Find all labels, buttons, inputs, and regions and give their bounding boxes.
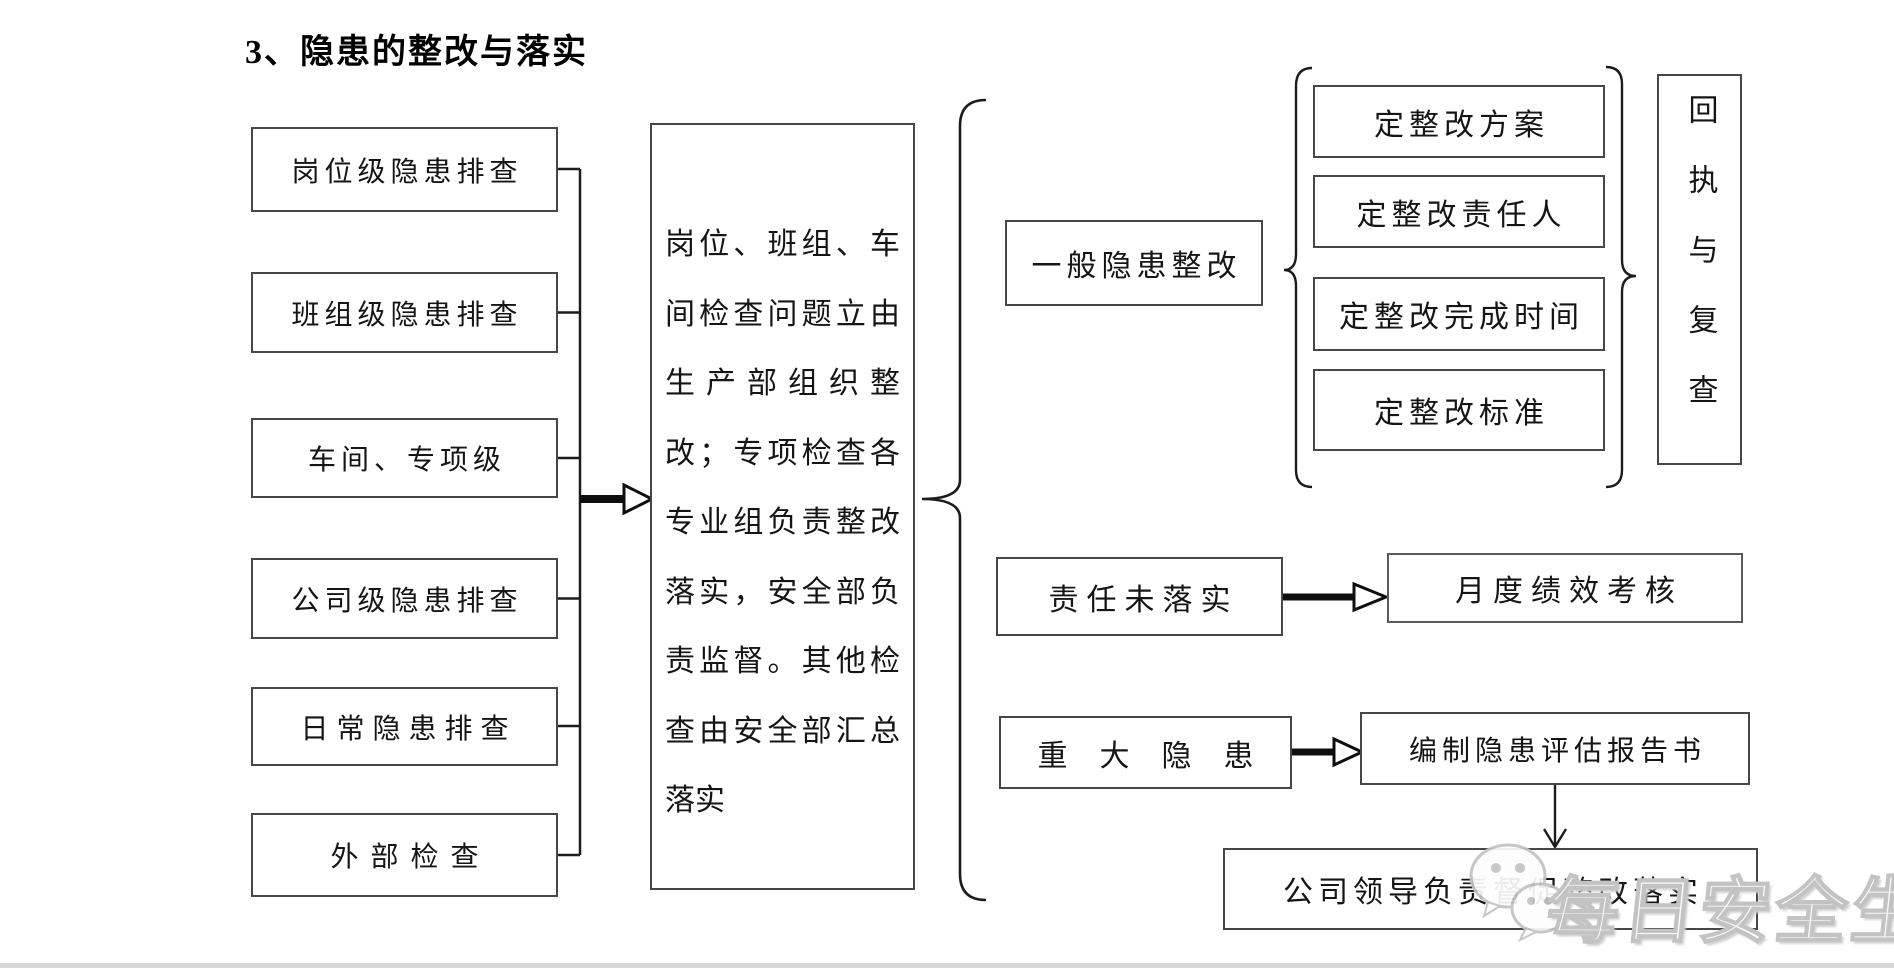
description-line: 改；专项检查各 bbox=[665, 436, 900, 470]
node-monthly-performance-assessment: 月度绩效考核 bbox=[1387, 553, 1743, 623]
arrow-report-head bbox=[1332, 736, 1366, 768]
brace-middle-right bbox=[921, 98, 987, 902]
node-label: 班组级隐患排查 bbox=[291, 299, 523, 331]
page-bottom-divider bbox=[0, 963, 1894, 968]
node-receipt-and-review: 回执与复查 bbox=[1657, 74, 1742, 465]
node-team-level-inspection: 班组级隐患排查 bbox=[251, 272, 558, 353]
node-post-level-inspection: 岗位级隐患排查 bbox=[251, 127, 558, 212]
brace-measures-open bbox=[1283, 66, 1313, 489]
node-label: 岗位级隐患排查 bbox=[291, 156, 523, 188]
node-label: 编制隐患评估报告书 bbox=[1408, 735, 1706, 767]
description-line: 专业组负责整改 bbox=[665, 506, 900, 539]
node-label: 车间、专项级 bbox=[307, 445, 506, 476]
wechat-icon bbox=[1469, 843, 1570, 943]
brace-measures-close bbox=[1605, 65, 1637, 489]
node-label: 责任未落实 bbox=[1048, 583, 1239, 617]
node-label: 回执与复查 bbox=[1683, 94, 1717, 444]
description-line: 岗位、班组、车 bbox=[665, 228, 900, 261]
arrow-assessment-head bbox=[1352, 581, 1390, 613]
description-line: 查由安全部汇总 bbox=[665, 714, 900, 748]
node-label: 公司级隐患排查 bbox=[291, 585, 523, 617]
arrow-left-head bbox=[622, 482, 656, 516]
node-label: 月度绩效考核 bbox=[1455, 575, 1683, 608]
node-company-level-inspection: 公司级隐患排查 bbox=[251, 558, 558, 639]
node-label: 定整改完成时间 bbox=[1339, 301, 1584, 334]
node-external-inspection: 外部检查 bbox=[251, 813, 558, 897]
node-label: 定整改标准 bbox=[1374, 397, 1549, 430]
node-set-rectification-plan: 定整改方案 bbox=[1313, 85, 1605, 158]
node-label: 定整改责任人 bbox=[1356, 198, 1567, 232]
node-label: 日常隐患排查 bbox=[300, 713, 517, 745]
node-label: 外部检查 bbox=[330, 842, 491, 873]
node-set-responsible-person: 定整改责任人 bbox=[1313, 175, 1605, 248]
node-set-completion-time: 定整改完成时间 bbox=[1313, 277, 1605, 351]
node-label: 一般隐患整改 bbox=[1031, 250, 1242, 283]
description-line: 间检查问题立由 bbox=[665, 297, 900, 331]
node-responsibility-unfulfilled: 责任未落实 bbox=[996, 557, 1283, 636]
node-label: 定整改方案 bbox=[1374, 108, 1549, 142]
node-general-hazard-rectification: 一般隐患整改 bbox=[1005, 220, 1263, 306]
arrow-down-head bbox=[1542, 828, 1568, 850]
node-major-hazard: 重大隐患 bbox=[999, 716, 1292, 789]
description-line: 落实 bbox=[665, 784, 725, 817]
page-title: 3、隐患的整改与落实 bbox=[245, 34, 588, 71]
description-line: 生产部组织整 bbox=[665, 367, 900, 400]
node-rectification-description: 岗位、班组、车 间检查问题立由 生产部组织整 改；专项检查各 专业组负责整改 落… bbox=[650, 123, 915, 890]
description-line: 责监督。其他检 bbox=[665, 645, 900, 678]
node-daily-inspection: 日常隐患排查 bbox=[251, 687, 558, 766]
description-line: 落实，安全部负 bbox=[665, 575, 900, 609]
node-label: 重大隐患 bbox=[1037, 739, 1286, 773]
node-set-rectification-standard: 定整改标准 bbox=[1313, 369, 1605, 451]
left-collector-line bbox=[558, 167, 582, 857]
node-workshop-special-level: 车间、专项级 bbox=[251, 418, 558, 498]
watermark-text: 每日安全生产 bbox=[1542, 871, 1894, 953]
node-hazard-assessment-report: 编制隐患评估报告书 bbox=[1360, 712, 1750, 785]
